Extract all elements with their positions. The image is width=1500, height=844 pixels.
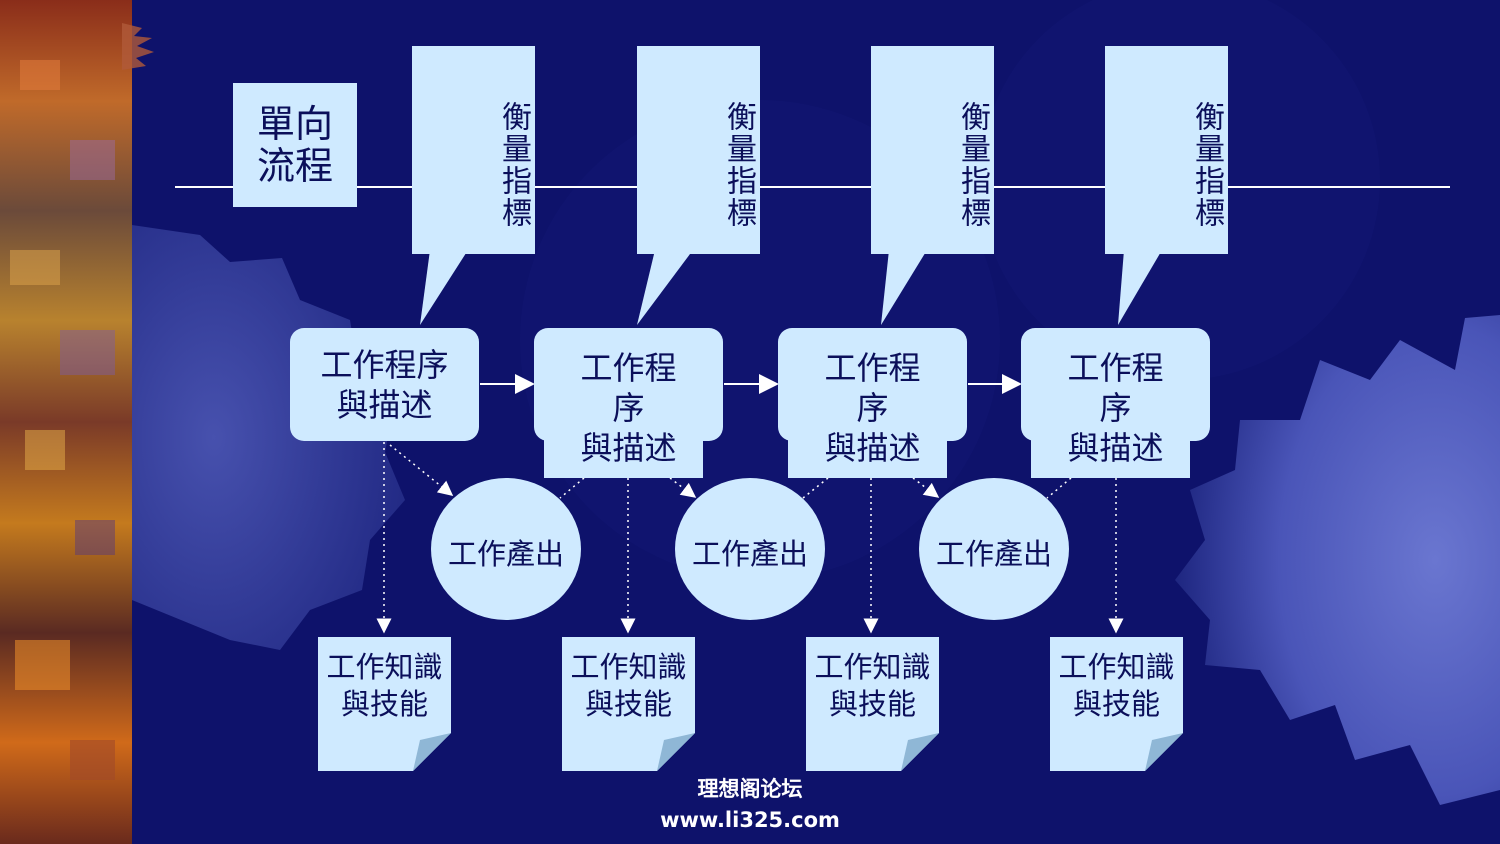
process-box-4 — [1021, 328, 1210, 478]
knowledge-line: 與技能 — [340, 687, 428, 721]
process-box-2 — [534, 328, 723, 478]
callout-tail-3 — [881, 250, 927, 325]
watermark-url[interactable]: www.li325.com — [660, 808, 840, 832]
small-gear-icon — [122, 18, 162, 73]
process-label-3: 工作程 序 與描述 — [778, 348, 967, 468]
measure-label: 衡量指標 — [1189, 101, 1224, 229]
process-line: 工作程序 — [320, 346, 449, 384]
right-gear-icon — [1175, 315, 1500, 805]
knowledge-line: 工作知識 — [326, 650, 443, 684]
callout-tail-4 — [1118, 250, 1162, 325]
watermark-title: 理想阁论坛 — [697, 777, 803, 801]
measure-callout-2: 衡量指標 — [637, 46, 760, 254]
process-line: 工作程 — [580, 349, 677, 387]
knowledge-doc-1 — [318, 637, 451, 771]
measure-callout-3: 衡量指標 — [871, 46, 994, 254]
measure-label: 衡量指標 — [721, 101, 756, 229]
knowledge-doc-4 — [1050, 637, 1183, 771]
process-label-2: 工作程 序 與描述 — [534, 348, 723, 468]
knowledge-label-2: 工作知識 與技能 — [562, 649, 695, 723]
knowledge-line: 與技能 — [828, 687, 916, 721]
callout-tail-2 — [637, 250, 693, 325]
process-line: 序 — [1099, 389, 1132, 427]
knowledge-label-3: 工作知識 與技能 — [806, 649, 939, 723]
process-line: 與描述 — [336, 386, 433, 424]
knowledge-line: 與技能 — [584, 687, 672, 721]
knowledge-label-4: 工作知識 與技能 — [1050, 649, 1183, 723]
process-line: 工作程 — [1067, 349, 1164, 387]
process-line: 與描述 — [1067, 429, 1164, 467]
knowledge-line: 工作知識 — [570, 650, 687, 684]
output-label-3: 工作產出 — [935, 537, 1052, 571]
process-line: 與描述 — [580, 429, 677, 467]
process-label-1: 工作程序 與描述 — [290, 345, 479, 425]
knowledge-doc-2 — [562, 637, 695, 771]
decorative-photo-strip — [0, 0, 132, 844]
one-way-line1: 單向 — [256, 102, 333, 146]
measure-callout-1: 衡量指標 — [412, 46, 535, 254]
knowledge-line: 工作知識 — [1058, 650, 1175, 684]
callout-tail-1 — [420, 250, 468, 325]
measure-label: 衡量指標 — [496, 101, 531, 229]
measure-callout-4: 衡量指標 — [1105, 46, 1228, 254]
knowledge-line: 工作知識 — [814, 650, 931, 684]
knowledge-label-1: 工作知識 與技能 — [318, 649, 451, 723]
process-box-3 — [778, 328, 967, 478]
output-label-1: 工作產出 — [447, 537, 564, 571]
process-label-4: 工作程 序 與描述 — [1021, 348, 1210, 468]
process-line: 與描述 — [824, 429, 921, 467]
process-line: 工作程 — [824, 349, 921, 387]
knowledge-line: 與技能 — [1072, 687, 1160, 721]
one-way-process-box: 單向 流程 — [233, 83, 357, 207]
process-line: 序 — [612, 389, 645, 427]
output-circle-2 — [675, 478, 825, 620]
output-label-2: 工作產出 — [691, 537, 808, 571]
process-line: 序 — [856, 389, 889, 427]
measure-label: 衡量指標 — [955, 101, 990, 229]
process-box-1 — [290, 328, 479, 441]
one-way-line2: 流程 — [256, 144, 333, 188]
output-circle-1 — [431, 478, 581, 620]
output-circle-3 — [919, 478, 1069, 620]
knowledge-doc-3 — [806, 637, 939, 771]
